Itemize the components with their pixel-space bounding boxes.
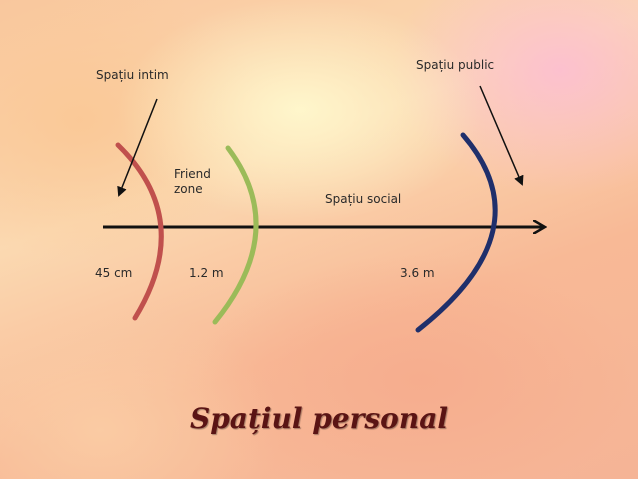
distance-45cm-label: 45 cm (95, 266, 133, 280)
intimate-pointer-arrow (117, 98, 158, 197)
friend-zone-arc (212, 145, 259, 325)
distance-1-2m-label: 1.2 m (189, 266, 224, 280)
distance-3-6m-label: 3.6 m (400, 266, 435, 280)
social-space-label: Spațiu social (325, 192, 402, 206)
friend-zone-label-line2: zone (174, 182, 203, 196)
intimate-space-label: Spațiu intim (96, 68, 169, 82)
friend-zone-label-line1: Friend (174, 167, 211, 181)
intimate-zone-arc (115, 142, 164, 321)
friend-zone-label: Friend zone (174, 167, 234, 197)
slide-title: Spațiul personal (190, 402, 448, 435)
public-zone-arc (415, 132, 498, 333)
public-space-label: Spațiu public (416, 58, 495, 72)
public-pointer-arrow (479, 85, 524, 186)
